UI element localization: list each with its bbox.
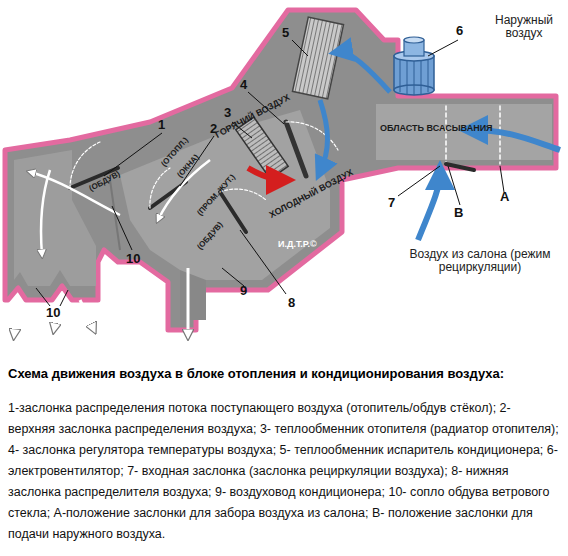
callout-number: 9 <box>240 284 247 298</box>
watermark: И.Д.Т.Р.© <box>278 240 317 249</box>
callout-number: 8 <box>288 296 295 310</box>
callout-number: 10 <box>46 306 60 320</box>
callout-number: 10 <box>126 252 140 266</box>
air-label: Наружный воздух <box>488 14 560 39</box>
ac-duct <box>180 270 206 320</box>
figure-caption: 1-заслонка распределения потока поступаю… <box>8 398 560 545</box>
air-flow-arrows <box>14 52 560 336</box>
air-label: Воздух из салона (режим рециркуляции) <box>396 248 564 273</box>
area-label: ОБЛАСТЬ ВСАСЫВАНИЯ <box>380 124 493 133</box>
flap-position: (ОБДУВ) <box>88 170 122 193</box>
mixing-chamber <box>120 110 330 320</box>
flap-position: (ОБДУВ) <box>196 221 225 252</box>
flap-position: (ОКНА) <box>176 153 201 179</box>
callout-number: 4 <box>240 78 247 92</box>
callout-number: В <box>454 206 463 220</box>
flaps <box>70 106 500 232</box>
callout-number: 7 <box>388 196 395 210</box>
leader-lines <box>36 40 504 306</box>
flow-label: ХОЛОДНЫЙ ВОЗДУХ <box>268 168 355 220</box>
housing <box>5 10 556 330</box>
callout-number: 1 <box>158 118 165 132</box>
inner-duct <box>14 150 96 286</box>
figure-title: Схема движения воздуха в блоке отопления… <box>8 366 560 381</box>
suction-area <box>376 104 552 160</box>
callout-number: 5 <box>282 26 289 40</box>
blower-fan <box>394 37 434 95</box>
flap-position: (ПРОМ. ЖУТ.) <box>196 173 237 217</box>
callout-number: А <box>500 190 509 204</box>
callout-number: 6 <box>456 24 463 38</box>
callout-number: 3 <box>224 106 231 120</box>
evaporator <box>292 17 343 99</box>
